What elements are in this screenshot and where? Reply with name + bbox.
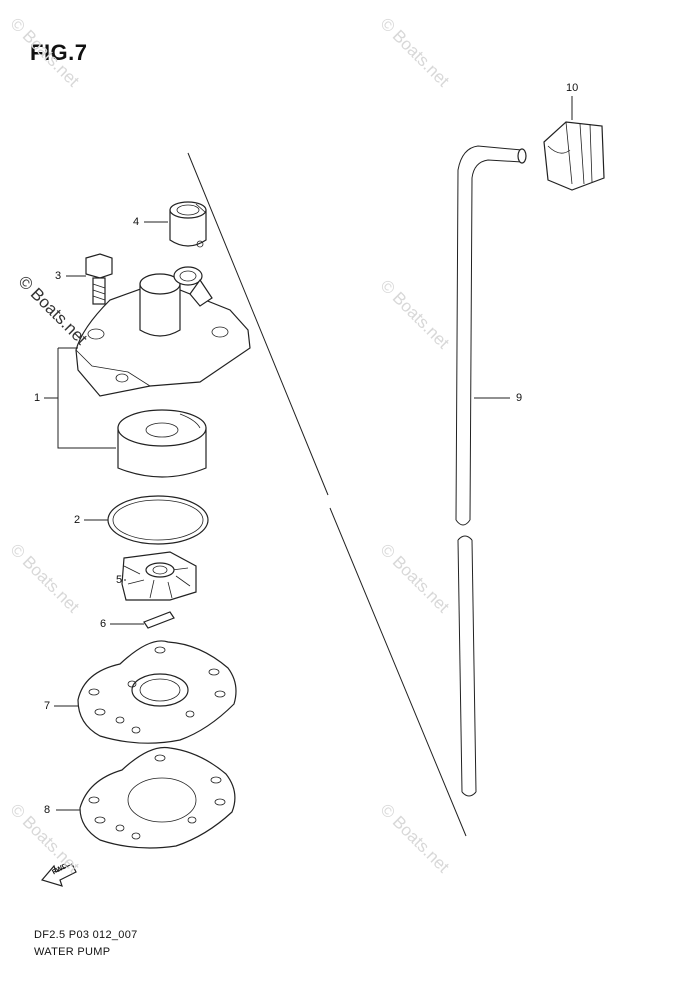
figure-code: DF2.5 P03 012_007 (34, 929, 138, 941)
callout-9: 9 (516, 392, 523, 404)
part-3-bolt (85, 253, 113, 305)
callout-10: 10 (566, 82, 579, 94)
part-1-housing (75, 266, 251, 397)
fwd-arrow-icon (40, 863, 77, 887)
part-10-grommet (543, 121, 605, 191)
part-5-impeller (121, 551, 197, 601)
callout-7: 7 (44, 700, 51, 712)
callout-5: 5 (116, 574, 123, 586)
part-1-bracket (57, 347, 116, 449)
callout-1: 1 (34, 392, 41, 404)
callout-8: 8 (44, 804, 51, 816)
callout-3: 3 (55, 270, 62, 282)
part-2-o-ring (107, 495, 209, 545)
part-1-pump-case (117, 409, 207, 478)
part-6-pin (143, 611, 175, 629)
callout-2: 2 (74, 514, 81, 526)
part-4-collar (169, 201, 207, 248)
callout-6: 6 (100, 618, 107, 630)
figure-title: FIG.7 (30, 40, 88, 65)
part-7-plate (77, 640, 237, 744)
part-9-water-tube (455, 145, 527, 797)
callout-4: 4 (133, 216, 140, 228)
part-8-gasket (79, 746, 236, 849)
figure-name: WATER PUMP (34, 946, 111, 958)
reference-line (187, 152, 467, 837)
